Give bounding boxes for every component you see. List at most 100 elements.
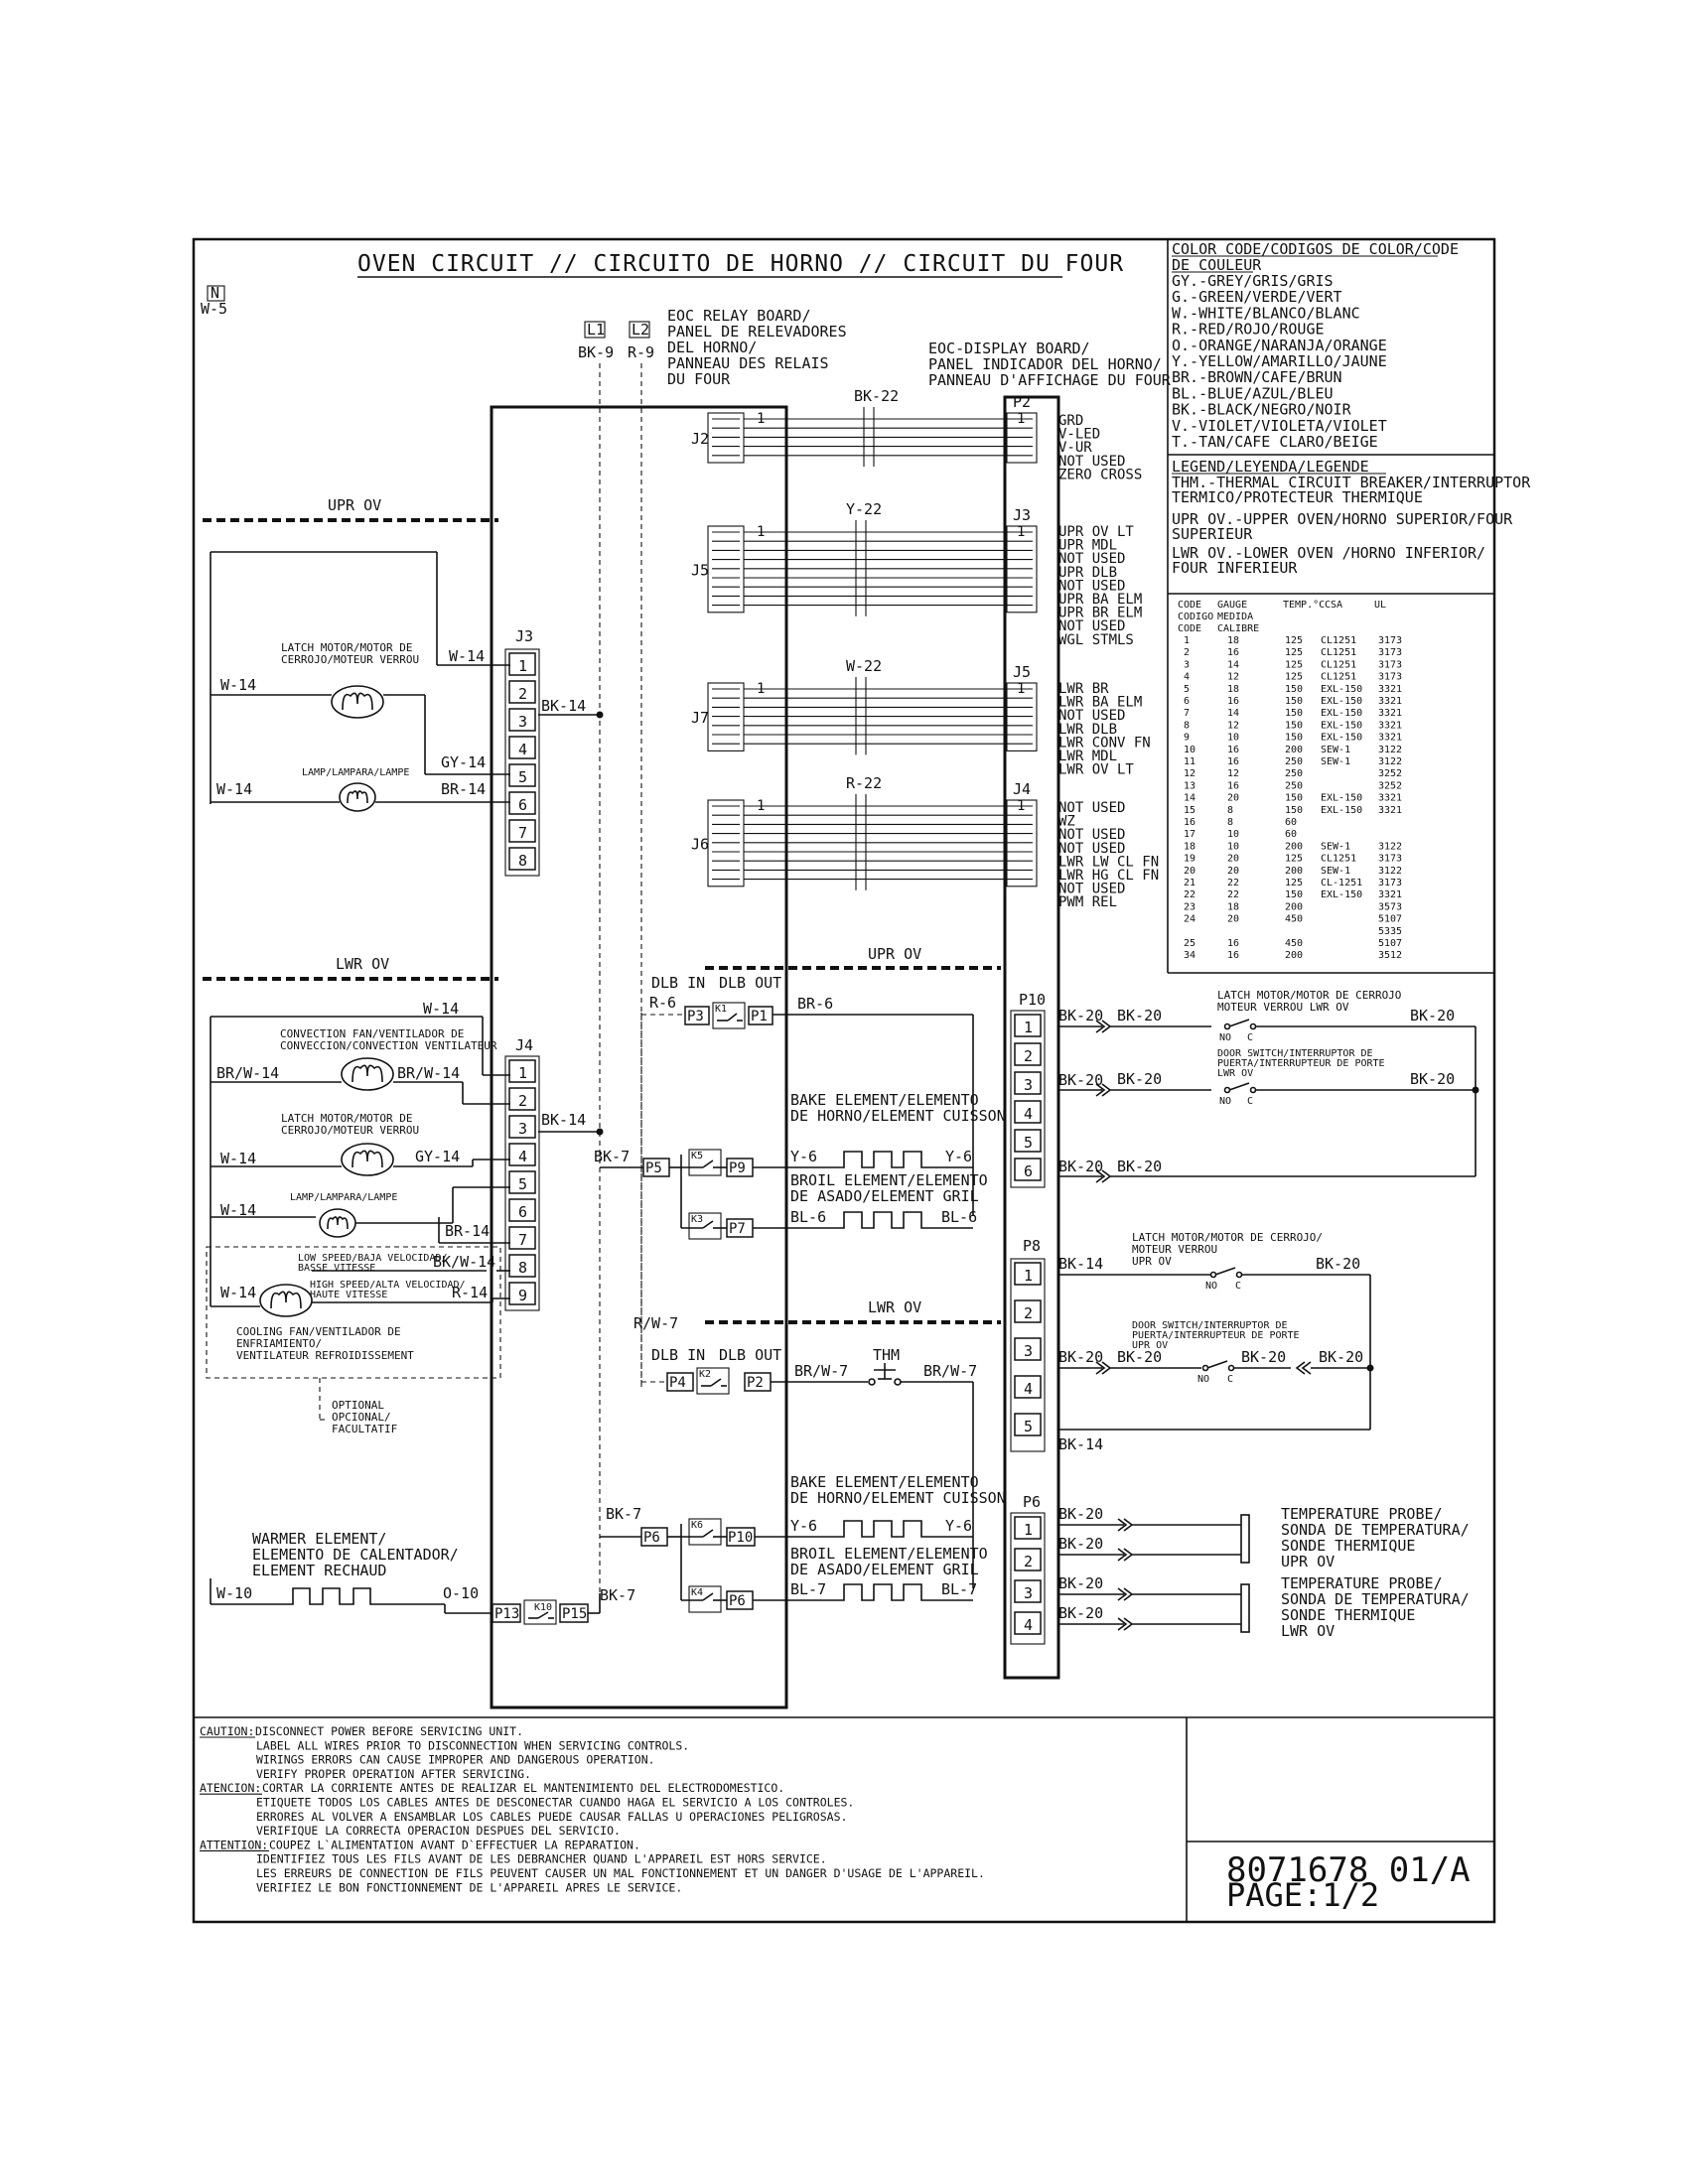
harness-pin-label: NOT USED: [1058, 551, 1125, 567]
gauge-header: UL: [1374, 600, 1386, 611]
gauge-cell: 3321: [1378, 793, 1402, 804]
color-code-item: BR.-BROWN/CAFE/BRUN: [1172, 368, 1342, 386]
svg-text:SONDA DE TEMPERATURA/: SONDA DE TEMPERATURA/: [1281, 1590, 1470, 1608]
gauge-cell: 10: [1227, 829, 1239, 840]
svg-text:P6: P6: [729, 1593, 746, 1609]
svg-text:P7: P7: [729, 1221, 746, 1237]
svg-text:C: C: [1247, 1032, 1253, 1043]
harness-pin-label: LWR CONV FN: [1058, 735, 1151, 751]
bk14-junction: [596, 711, 604, 719]
upr-left-wiring: [210, 551, 604, 804]
svg-text:NO: NO: [1205, 1281, 1217, 1292]
harness-left-label: J2: [691, 430, 709, 448]
lwr-broil-element: BROIL ELEMENT/ELEMENTO DE ASADO/ELEMENT …: [753, 1545, 988, 1601]
gauge-cell: 125: [1285, 878, 1303, 888]
harness-pin-label: ZERO CROSS: [1058, 467, 1142, 482]
harness-wire-label: BK-22: [854, 387, 899, 405]
gauge-cell: EXL-150: [1321, 684, 1362, 695]
gauge-header: CODE: [1178, 600, 1201, 611]
svg-text:PUERTA/INTERRUPTEUR DE PORTE: PUERTA/INTERRUPTEUR DE PORTE: [1217, 1058, 1385, 1069]
lwr-bake-broil-relays: P6 K6 P10 K4 P6: [600, 1518, 756, 1613]
svg-text:ENFRIAMIENTO/: ENFRIAMIENTO/: [236, 1337, 322, 1350]
gauge-cell: 4: [1184, 672, 1190, 683]
page-number: PAGE:1/2: [1226, 1876, 1379, 1914]
harness-pin-label: NOT USED: [1058, 578, 1125, 594]
gauge-cell: 150: [1285, 684, 1303, 695]
color-code-item: T.-TAN/CAFE CLARO/BEIGE: [1172, 433, 1378, 451]
p6-connector-pin-number: 1: [1024, 1521, 1033, 1539]
gauge-cell: EXL-150: [1321, 793, 1362, 804]
harness-pin-label: LWR BA ELM: [1058, 695, 1142, 711]
harness-pin-label: LWR MDL: [1058, 749, 1117, 764]
brw14-label-1: BR/W-14: [216, 1064, 279, 1082]
relay-board-label: EOC RELAY BOARD/ PANEL DE RELEVADORES DE…: [667, 307, 847, 388]
harness-wire-label: Y-22: [846, 500, 882, 518]
gauge-cell: 60: [1285, 817, 1297, 828]
gauge-cell: 3573: [1378, 901, 1402, 912]
svg-text:P6: P6: [643, 1530, 660, 1546]
gauge-cell: 3173: [1378, 635, 1402, 646]
svg-text:DU FOUR: DU FOUR: [667, 370, 731, 388]
svg-text:LATCH MOTOR/MOTOR DE: LATCH MOTOR/MOTOR DE: [281, 641, 412, 654]
harness-pin-label: NOT USED: [1058, 800, 1125, 816]
gauge-cell: 125: [1285, 659, 1303, 670]
svg-text:VENTILATEUR REFROIDISSEMENT: VENTILATEUR REFROIDISSEMENT: [236, 1349, 414, 1362]
svg-text:PANEL INDICADOR DEL HORNO/: PANEL INDICADOR DEL HORNO/: [928, 355, 1162, 373]
part-number: 8071678 01/A: [1226, 1850, 1471, 1890]
color-code-header-2: DE COULEUR: [1172, 256, 1262, 274]
svg-text:DEL HORNO/: DEL HORNO/: [667, 339, 757, 356]
gauge-cell: 3321: [1378, 708, 1402, 719]
svg-text:BL-7: BL-7: [790, 1580, 826, 1598]
upr-dlb-relay: DLB IN DLB OUT R-6 P3 K1 P1: [640, 974, 781, 1335]
j3-left-connector-pin-number: 2: [518, 685, 527, 703]
legend-item: TERMICO/PROTECTEUR THERMIQUE: [1172, 488, 1423, 506]
svg-text:BK-20: BK-20: [1058, 1348, 1103, 1366]
svg-text:K10: K10: [534, 1602, 552, 1613]
color-code-header: COLOR CODE/CODIGOS DE COLOR/CODE: [1172, 240, 1459, 258]
color-code-item: Y.-YELLOW/AMARILLO/JAUNE: [1172, 352, 1387, 370]
svg-text:BK-20: BK-20: [1316, 1255, 1360, 1273]
w14-label-7: W-14: [220, 1284, 256, 1301]
caution-line: ERRORES AL VOLVER A ENSAMBLAR LOS CABLES…: [256, 1810, 847, 1824]
legend-item: THM.-THERMAL CIRCUIT BREAKER/INTERRUPTOR: [1172, 474, 1531, 491]
harness-left-label: J7: [691, 709, 709, 727]
gauge-cell: 200: [1285, 841, 1303, 852]
p6-connector-pin: [1014, 1548, 1042, 1571]
gauge-cell: 8: [1227, 817, 1233, 828]
gauge-cell: 2: [1184, 647, 1190, 658]
svg-text:UPR OV: UPR OV: [1281, 1553, 1335, 1570]
caution-heading: CAUTION:: [200, 1724, 254, 1738]
gauge-cell: 250: [1285, 780, 1303, 791]
svg-text:CERROJO/MOTEUR VERROU: CERROJO/MOTEUR VERROU: [281, 1124, 419, 1137]
motor-icon: [331, 685, 384, 719]
svg-text:BK-20: BK-20: [1058, 1071, 1103, 1089]
neutral-label: N: [211, 284, 219, 302]
caution-line: VERIFIQUE LA CORRECTA OPERACION DESPUES …: [256, 1824, 621, 1838]
w14-label-1: W-14: [449, 647, 485, 665]
svg-text:K2: K2: [699, 1369, 711, 1380]
legend-item: UPR OV.-UPPER OVEN/HORNO SUPERIOR/FOUR: [1172, 510, 1513, 528]
harness-pin-label: NOT USED: [1058, 841, 1125, 857]
lwr-left-wiring: [210, 1016, 604, 1307]
warmer-element: WARMER ELEMENT/ ELEMENTO DE CALENTADOR/ …: [211, 1530, 459, 1605]
svg-text:Y-6: Y-6: [790, 1517, 817, 1535]
gauge-cell: 13: [1184, 780, 1196, 791]
harness-left-housing: [707, 799, 745, 887]
svg-text:P1: P1: [751, 1009, 768, 1024]
p8-connector-pin-number: 5: [1024, 1418, 1033, 1435]
gauge-cell: 5335: [1378, 926, 1402, 937]
harness-left-housing: [707, 412, 745, 464]
svg-text:SONDE THERMIQUE: SONDE THERMIQUE: [1281, 1606, 1415, 1624]
j4-left-connector-pin: [508, 1282, 536, 1305]
svg-text:PANNEAU DES RELAIS: PANNEAU DES RELAIS: [667, 354, 829, 372]
gauge-cell: 3173: [1378, 854, 1402, 865]
harness-pin-label: GRD: [1058, 413, 1083, 429]
p6-connector-pin-number: 4: [1024, 1616, 1033, 1634]
svg-text:ELEMENTO DE CALENTADOR/: ELEMENTO DE CALENTADOR/: [252, 1546, 459, 1564]
probe-lwr: BK-20 BK-20 TEMPERATURE PROBE/ SONDA DE …: [1058, 1574, 1470, 1640]
svg-text:DE HORNO/ELEMENT CUISSON: DE HORNO/ELEMENT CUISSON: [790, 1107, 1006, 1125]
harness-pin-label: WZ: [1058, 814, 1075, 830]
